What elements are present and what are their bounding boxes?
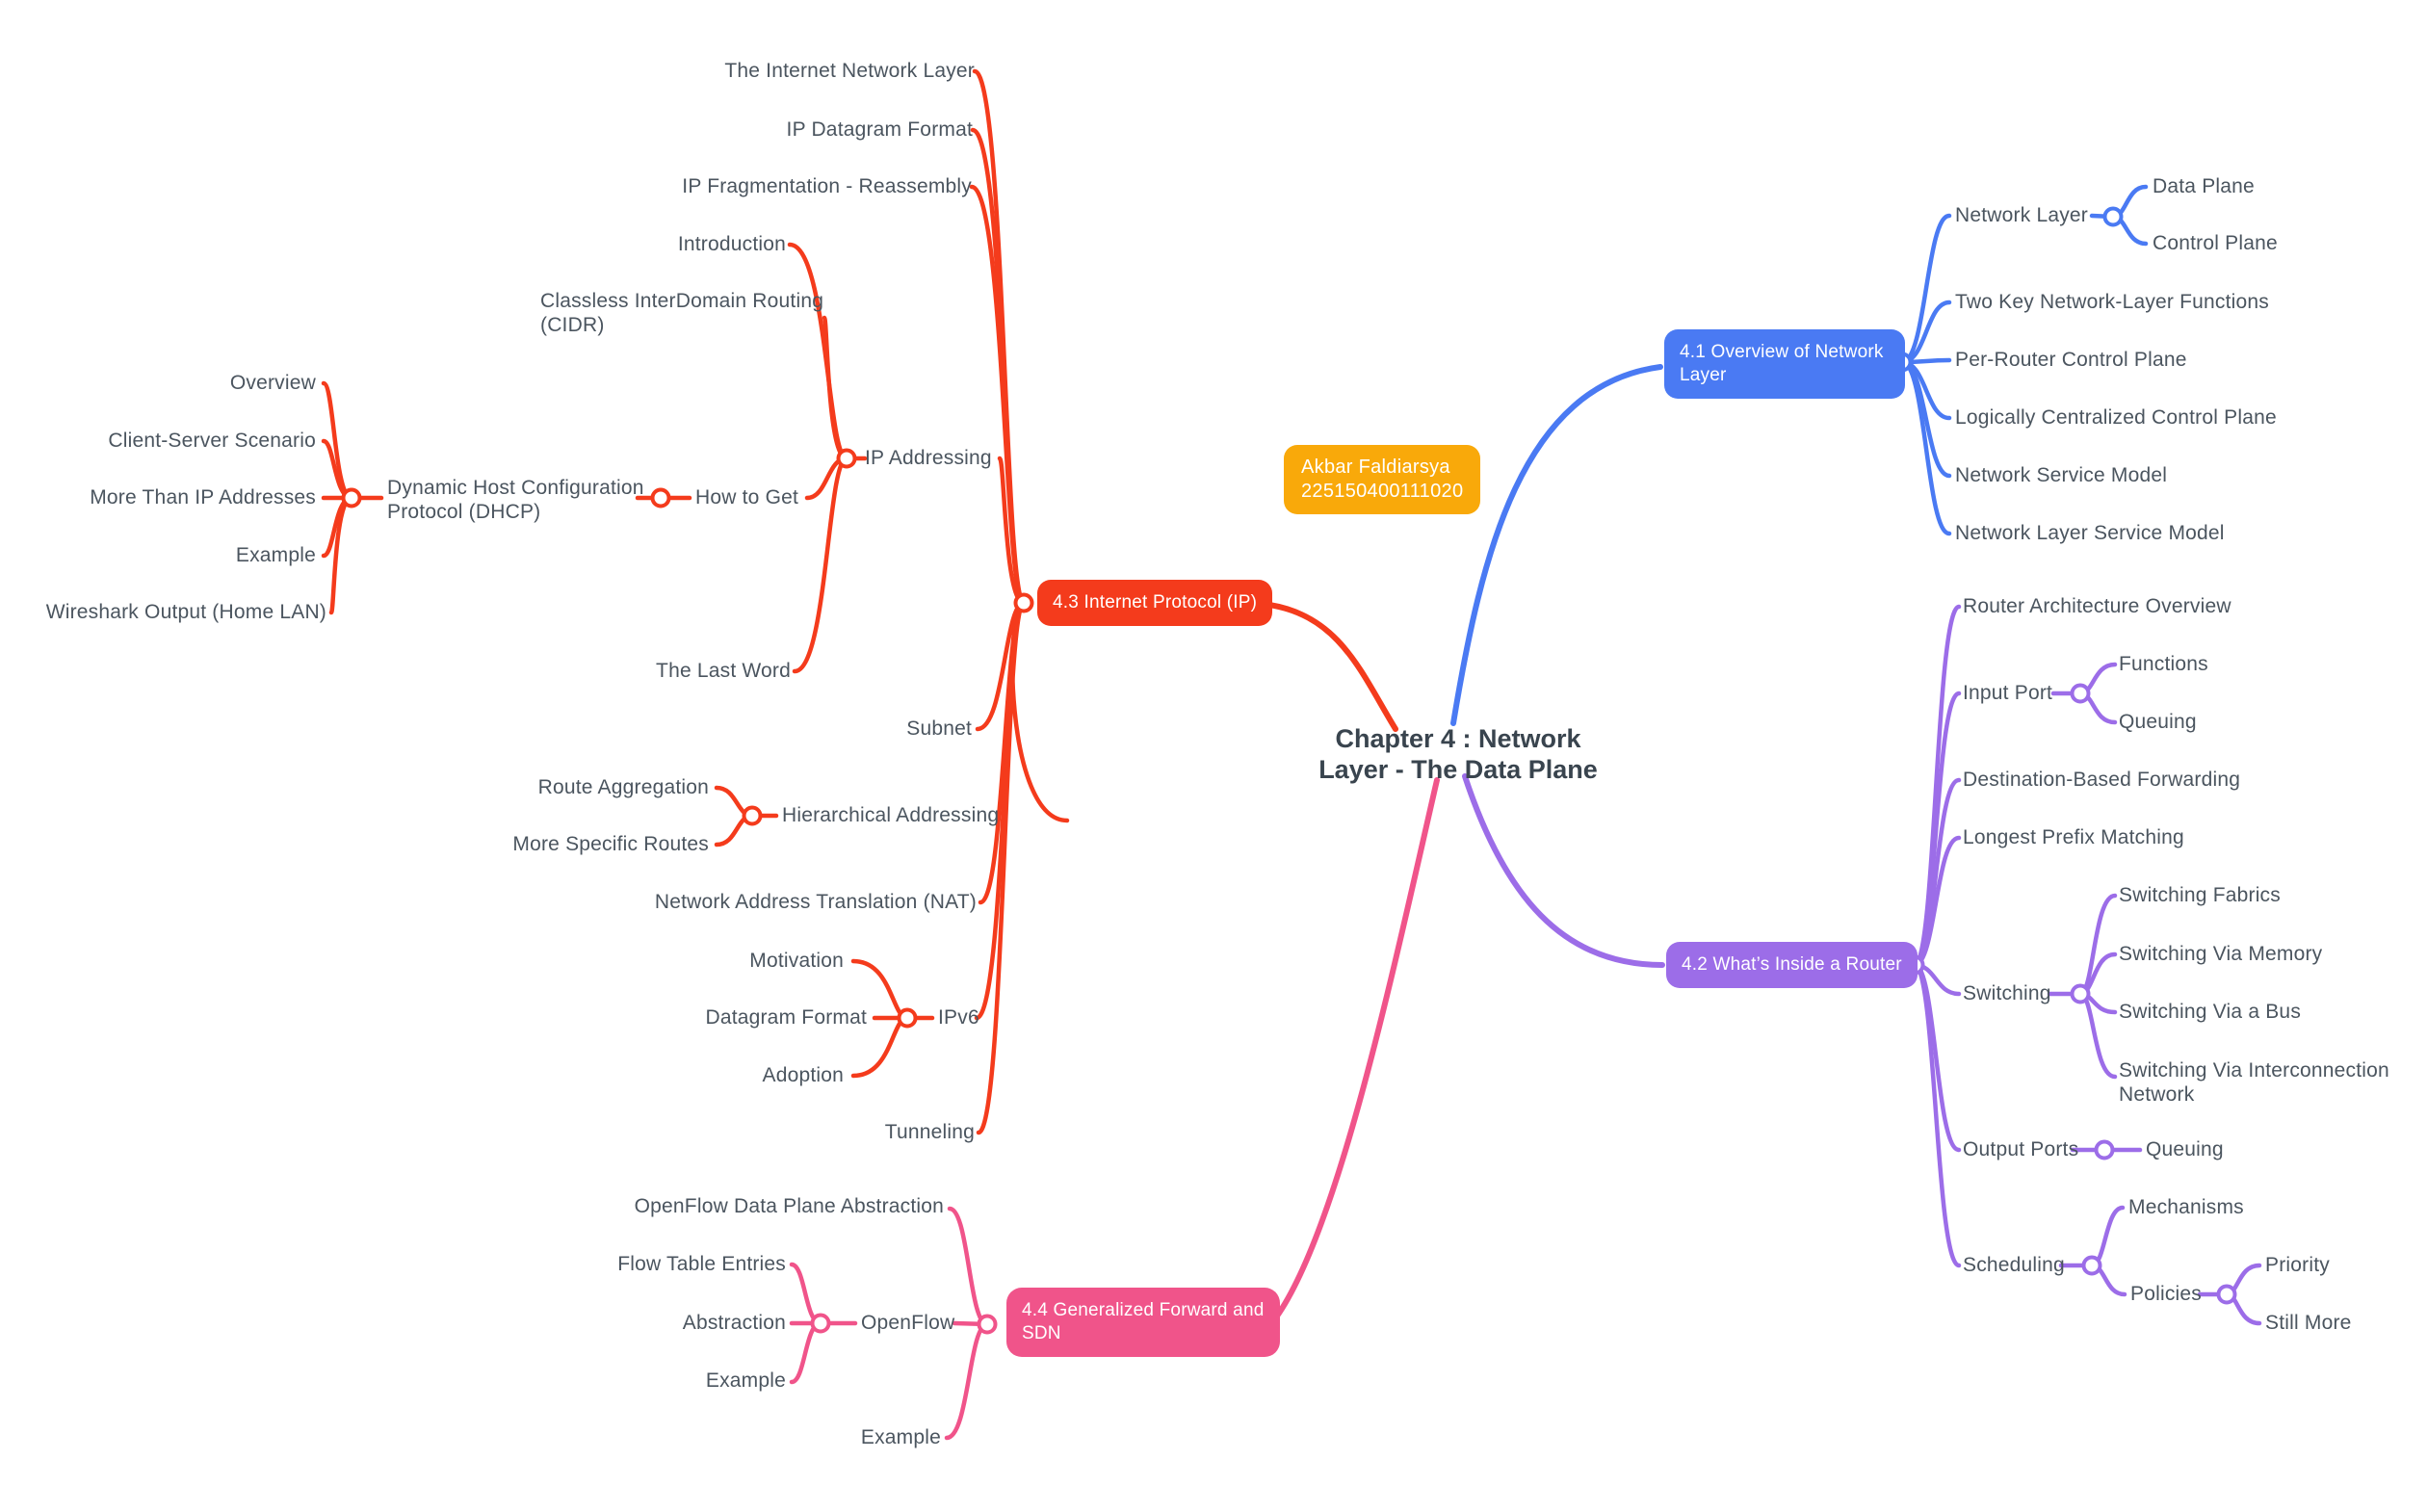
branch-box-4-1[interactable]: 4.1 Overview of Network Layer <box>1664 329 1905 399</box>
junction-ring-switching <box>2070 983 2091 1004</box>
junction-ring-44 <box>977 1314 998 1335</box>
node-how-to-get[interactable]: How to Get <box>695 486 799 508</box>
branch-box-4-4[interactable]: 4.4 Generalized Forward and SDN <box>1006 1288 1280 1357</box>
junction-ring-ip-addressing <box>836 448 857 469</box>
node-ipv6[interactable]: IPv6 <box>938 1006 979 1029</box>
node-switching-via-interconnection[interactable]: Switching Via Interconnection Network <box>2119 1059 2389 1106</box>
node-scheduling[interactable]: Scheduling <box>1963 1254 2065 1276</box>
node-network-layer-service-model[interactable]: Network Layer Service Model <box>1955 522 2225 544</box>
node-more-specific-routes[interactable]: More Specific Routes <box>512 833 709 855</box>
node-ip-addressing[interactable]: IP Addressing <box>865 447 992 469</box>
node-network-layer[interactable]: Network Layer <box>1955 204 2088 226</box>
node-queuing-output[interactable]: Queuing <box>2146 1138 2224 1160</box>
branch-box-4-3[interactable]: 4.3 Internet Protocol (IP) <box>1037 580 1273 626</box>
node-control-plane[interactable]: Control Plane <box>2153 232 2278 254</box>
node-output-ports[interactable]: Output Ports <box>1963 1138 2079 1160</box>
node-introduction[interactable]: Introduction <box>677 233 786 255</box>
central-topic-line2: Layer - The Data Plane <box>1318 755 1598 784</box>
node-hierarchical-addressing[interactable]: Hierarchical Addressing <box>782 804 1000 826</box>
node-data-plane[interactable]: Data Plane <box>2153 175 2255 197</box>
junction-ring-input-port <box>2070 683 2091 704</box>
node-overview[interactable]: Overview <box>229 372 316 394</box>
node-switching-via-bus[interactable]: Switching Via a Bus <box>2119 1001 2302 1023</box>
node-nat[interactable]: Network Address Translation (NAT) <box>654 891 977 913</box>
node-switching-via-memory[interactable]: Switching Via Memory <box>2119 943 2323 965</box>
node-input-port[interactable]: Input Port <box>1963 682 2053 704</box>
node-router-architecture[interactable]: Router Architecture Overview <box>1963 595 2231 617</box>
node-sdn-example[interactable]: Example <box>860 1426 941 1448</box>
node-openflow-example[interactable]: Example <box>705 1369 786 1392</box>
node-policies[interactable]: Policies <box>2130 1283 2202 1305</box>
node-ip-fragmentation[interactable]: IP Fragmentation - Reassembly <box>682 175 972 197</box>
junction-ring-output-ports <box>2094 1139 2115 1160</box>
node-dhcp[interactable]: Dynamic Host Configuration Protocol (DHC… <box>387 477 644 523</box>
node-destination-based-forwarding[interactable]: Destination-Based Forwarding <box>1963 769 2241 791</box>
node-motivation[interactable]: Motivation <box>749 950 844 972</box>
node-tunneling[interactable]: Tunneling <box>884 1121 975 1143</box>
node-the-last-word[interactable]: The Last Word <box>656 660 791 682</box>
node-ipv6-datagram-format[interactable]: Datagram Format <box>705 1006 867 1029</box>
central-topic-line1: Chapter 4 : Network <box>1335 724 1581 753</box>
junction-ring-how-to-get <box>650 487 671 508</box>
junction-ring-dhcp <box>341 487 362 508</box>
node-more-than-ip-addresses[interactable]: More Than IP Addresses <box>90 486 316 508</box>
node-mechanisms[interactable]: Mechanisms <box>2128 1196 2244 1218</box>
node-openflow[interactable]: OpenFlow <box>861 1312 955 1334</box>
junction-ring-ipv6 <box>897 1007 918 1029</box>
branch-connectors-41 <box>1450 184 2149 726</box>
node-openflow-data-plane-abstraction[interactable]: OpenFlow Data Plane Abstraction <box>634 1195 944 1217</box>
junction-ring-openflow <box>810 1313 831 1334</box>
junction-ring-policies <box>2216 1284 2237 1305</box>
node-longest-prefix-matching[interactable]: Longest Prefix Matching <box>1963 826 2184 848</box>
node-switching[interactable]: Switching <box>1963 982 2051 1004</box>
node-subnet[interactable]: Subnet <box>906 717 972 740</box>
node-two-key-functions[interactable]: Two Key Network-Layer Functions <box>1955 291 2269 313</box>
node-wireshark-output[interactable]: Wireshark Output (Home LAN) <box>45 601 326 623</box>
branch-box-4-2[interactable]: 4.2 What’s Inside a Router <box>1666 942 1918 988</box>
node-ip-datagram-format[interactable]: IP Datagram Format <box>786 118 973 141</box>
node-switching-fabrics[interactable]: Switching Fabrics <box>2119 884 2281 906</box>
central-topic[interactable]: Chapter 4 : Network Layer - The Data Pla… <box>1294 723 1622 785</box>
node-route-aggregation[interactable]: Route Aggregation <box>537 776 709 798</box>
author-id: 225150400111020 <box>1301 481 1464 502</box>
node-per-router-control-plane[interactable]: Per-Router Control Plane <box>1955 349 2187 371</box>
junction-ring-43 <box>1013 592 1034 613</box>
author-name: Akbar Faldiarsya <box>1301 456 1450 478</box>
node-functions[interactable]: Functions <box>2119 653 2208 675</box>
node-abstraction[interactable]: Abstraction <box>682 1312 786 1334</box>
node-network-service-model[interactable]: Network Service Model <box>1955 464 2168 486</box>
author-badge[interactable]: Akbar Faldiarsya 225150400111020 <box>1284 445 1481 514</box>
node-client-server-scenario[interactable]: Client-Server Scenario <box>108 430 316 452</box>
junction-ring-scheduling <box>2081 1255 2102 1276</box>
node-dhcp-example[interactable]: Example <box>235 544 316 566</box>
node-priority[interactable]: Priority <box>2265 1254 2330 1276</box>
junction-ring-network-layer <box>2102 206 2124 227</box>
node-logically-centralized[interactable]: Logically Centralized Control Plane <box>1955 406 2277 429</box>
junction-ring-hierarchical <box>742 805 763 826</box>
node-cidr[interactable]: Classless InterDomain Routing (CIDR) <box>540 290 824 336</box>
node-queuing-input[interactable]: Queuing <box>2119 711 2197 733</box>
node-internet-network-layer[interactable]: The Internet Network Layer <box>724 60 975 82</box>
node-flow-table-entries[interactable]: Flow Table Entries <box>617 1253 786 1275</box>
node-still-more[interactable]: Still More <box>2265 1312 2352 1334</box>
node-adoption[interactable]: Adoption <box>762 1064 844 1086</box>
